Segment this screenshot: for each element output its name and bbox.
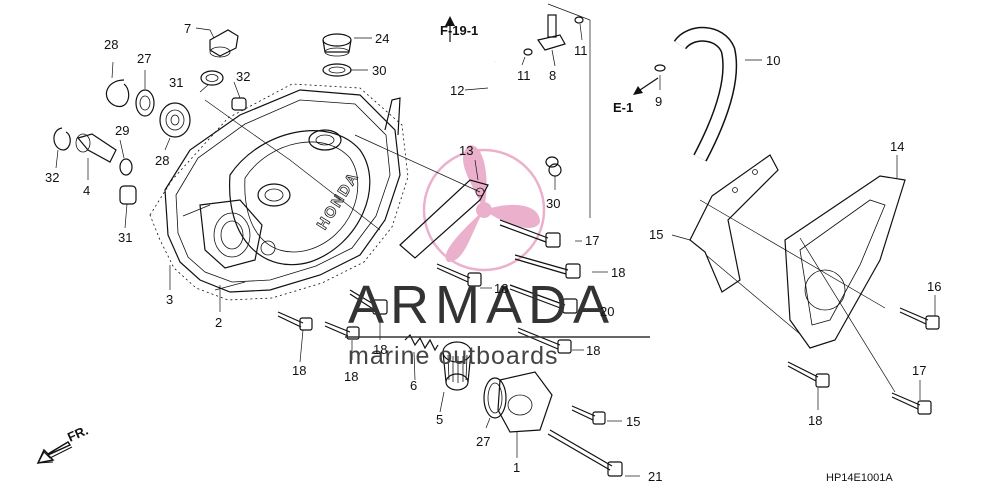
diagram-code: HP14E1001A [826, 472, 893, 484]
front-direction-arrow-icon [36, 440, 73, 465]
part-label: 18 [808, 413, 822, 428]
part-label: 18 [586, 343, 600, 358]
leader-lines [55, 3, 936, 477]
part-label: 24 [375, 31, 389, 46]
part-label: 27 [137, 51, 151, 66]
part-label: 13 [459, 143, 473, 158]
hoses [485, 14, 738, 168]
part-label: 17 [585, 233, 599, 248]
watermark-brand: ARMADA [348, 275, 615, 335]
part-label: 28 [155, 153, 169, 168]
part-label: 10 [766, 53, 780, 68]
front-indicator: FR. [65, 423, 90, 445]
ref-e1: E-1 [613, 100, 633, 115]
part-label: 15 [649, 227, 663, 242]
part-label: 30 [546, 196, 560, 211]
part-label: 1 [513, 460, 520, 475]
part-label: 18 [494, 281, 508, 296]
watermark-tagline: marine outboards [348, 342, 559, 370]
part-label: 7 [184, 21, 191, 36]
part-label: 6 [410, 378, 417, 393]
part-label: 29 [115, 123, 129, 138]
watermark-text: ARMADA marine outboards [345, 275, 650, 370]
part-label: 17 [912, 363, 926, 378]
part-label: 18 [292, 363, 306, 378]
part-label: 15 [626, 414, 640, 429]
part-label: 12 [450, 83, 464, 98]
part-label: 21 [648, 469, 662, 484]
ref-f19: F-19-1 [440, 23, 478, 38]
part-label: 11 [574, 43, 588, 58]
part-label: 31 [169, 75, 183, 90]
part-label: 32 [45, 170, 59, 185]
part-label: 18 [373, 342, 387, 357]
part-label: 18 [344, 369, 358, 384]
part-label: 27 [476, 434, 490, 449]
reference-arrows [445, 16, 659, 95]
part-label: 14 [890, 139, 904, 154]
part-label: 32 [236, 69, 250, 84]
bolts [277, 219, 940, 477]
part-label: 8 [549, 68, 556, 83]
part-label: 5 [436, 412, 443, 427]
oil-filter-parts [404, 333, 553, 433]
part-label: 30 [372, 63, 386, 78]
part-label: 31 [118, 230, 132, 245]
part-label: 11 [517, 68, 531, 83]
cover-gasket [149, 83, 409, 301]
part-label: 9 [655, 94, 662, 109]
part-label: 16 [927, 279, 941, 294]
part-label: 3 [166, 292, 173, 307]
part-label: 4 [83, 183, 90, 198]
part-label: 20 [600, 304, 614, 319]
part-label: 2 [215, 315, 222, 330]
part-label: 18 [611, 265, 625, 280]
watermark-logo [422, 145, 546, 272]
part-number-labels: 7 24 28 27 30 31 32 29 28 32 4 31 3 2 12… [45, 21, 941, 484]
left-small-parts [53, 29, 352, 205]
cover-brand-text: HONDA [314, 169, 363, 233]
part-label: 28 [104, 37, 118, 52]
